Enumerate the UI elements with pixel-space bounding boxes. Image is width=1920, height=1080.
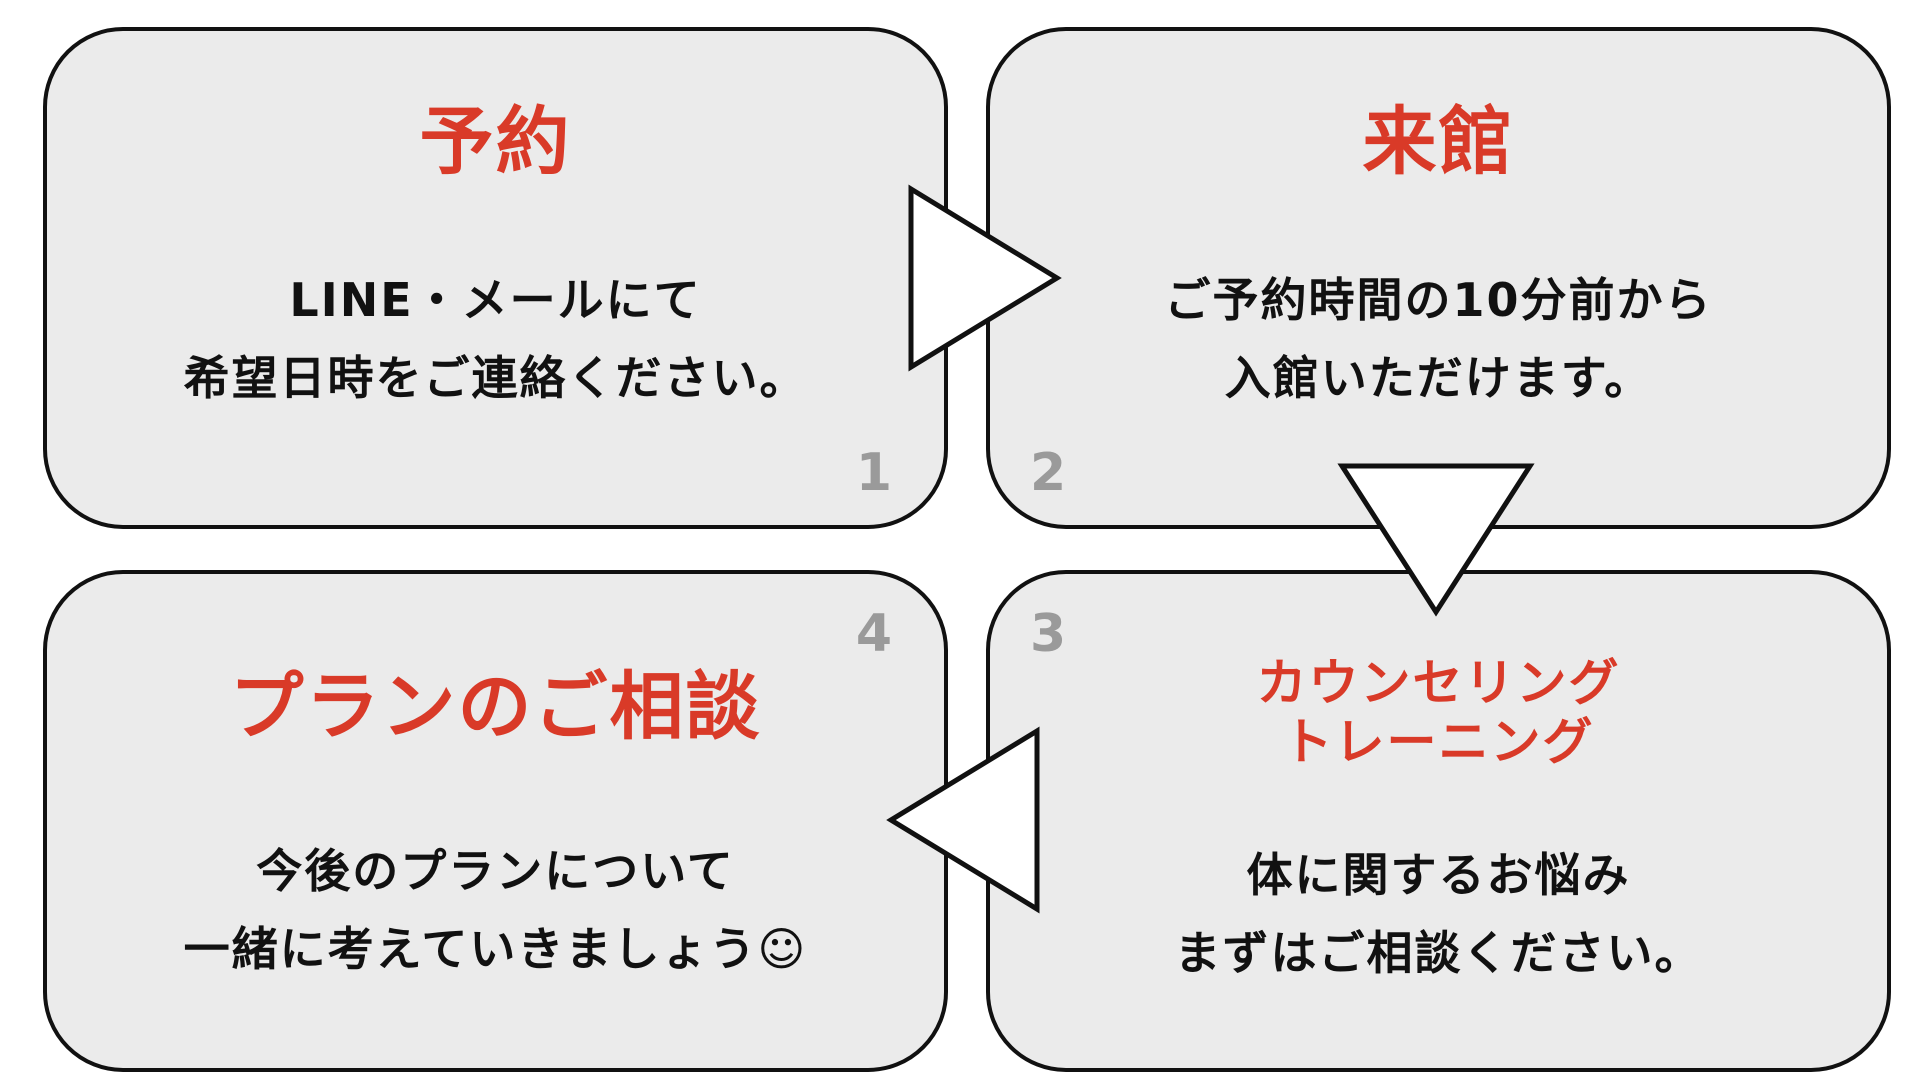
- step-1-number: 1: [855, 443, 892, 503]
- arrow-down-icon: [1337, 463, 1535, 617]
- step-2-title: 来館: [1362, 99, 1515, 185]
- step-3-title-line-1: カウンセリング: [1256, 654, 1621, 712]
- step-3-line-2: まずはご相談ください。: [1174, 926, 1703, 980]
- step-4-number: 4: [855, 604, 892, 664]
- step-2-description: ご予約時間の10分前から 入館いただけます。: [990, 261, 1887, 417]
- arrow-left-icon: [886, 726, 1040, 914]
- step-3-box: 3 カウンセリング トレーニング 体に関するお悩み まずはご相談ください。: [986, 570, 1891, 1072]
- arrow-right-icon: [908, 184, 1062, 372]
- step-2-number: 2: [1030, 443, 1067, 503]
- step-3-title-line-2: トレーニング: [1282, 713, 1595, 771]
- step-3-line-1: 体に関するお悩み: [1246, 848, 1631, 902]
- step-3-number: 3: [1030, 604, 1067, 664]
- step-1-description: LINE・メールにて 希望日時をご連絡ください。: [47, 261, 944, 417]
- step-2-line-1: ご予約時間の10分前から: [1164, 273, 1713, 327]
- step-1-line-1: LINE・メールにて: [289, 273, 702, 327]
- step-3-description: 体に関するお悩み まずはご相談ください。: [990, 836, 1887, 992]
- step-4-line-1: 今後のプランについて: [256, 844, 735, 898]
- step-4-box: 4 プランのご相談 今後のプランについて 一緒に考えていきましょう☺: [43, 570, 948, 1072]
- step-4-line-2: 一緒に考えていきましょう☺: [183, 922, 808, 976]
- step-1-box: 予約 LINE・メールにて 希望日時をご連絡ください。 1: [43, 27, 948, 529]
- step-2-box: 来館 ご予約時間の10分前から 入館いただけます。 2: [986, 27, 1891, 529]
- step-4-description: 今後のプランについて 一緒に考えていきましょう☺: [47, 832, 944, 988]
- step-2-line-2: 入館いただけます。: [1224, 351, 1653, 405]
- step-4-title: プランのご相談: [229, 664, 762, 750]
- step-3-title: カウンセリング トレーニング: [990, 654, 1887, 772]
- step-1-title: 予約: [419, 99, 572, 185]
- step-1-line-2: 希望日時をご連絡ください。: [183, 351, 808, 405]
